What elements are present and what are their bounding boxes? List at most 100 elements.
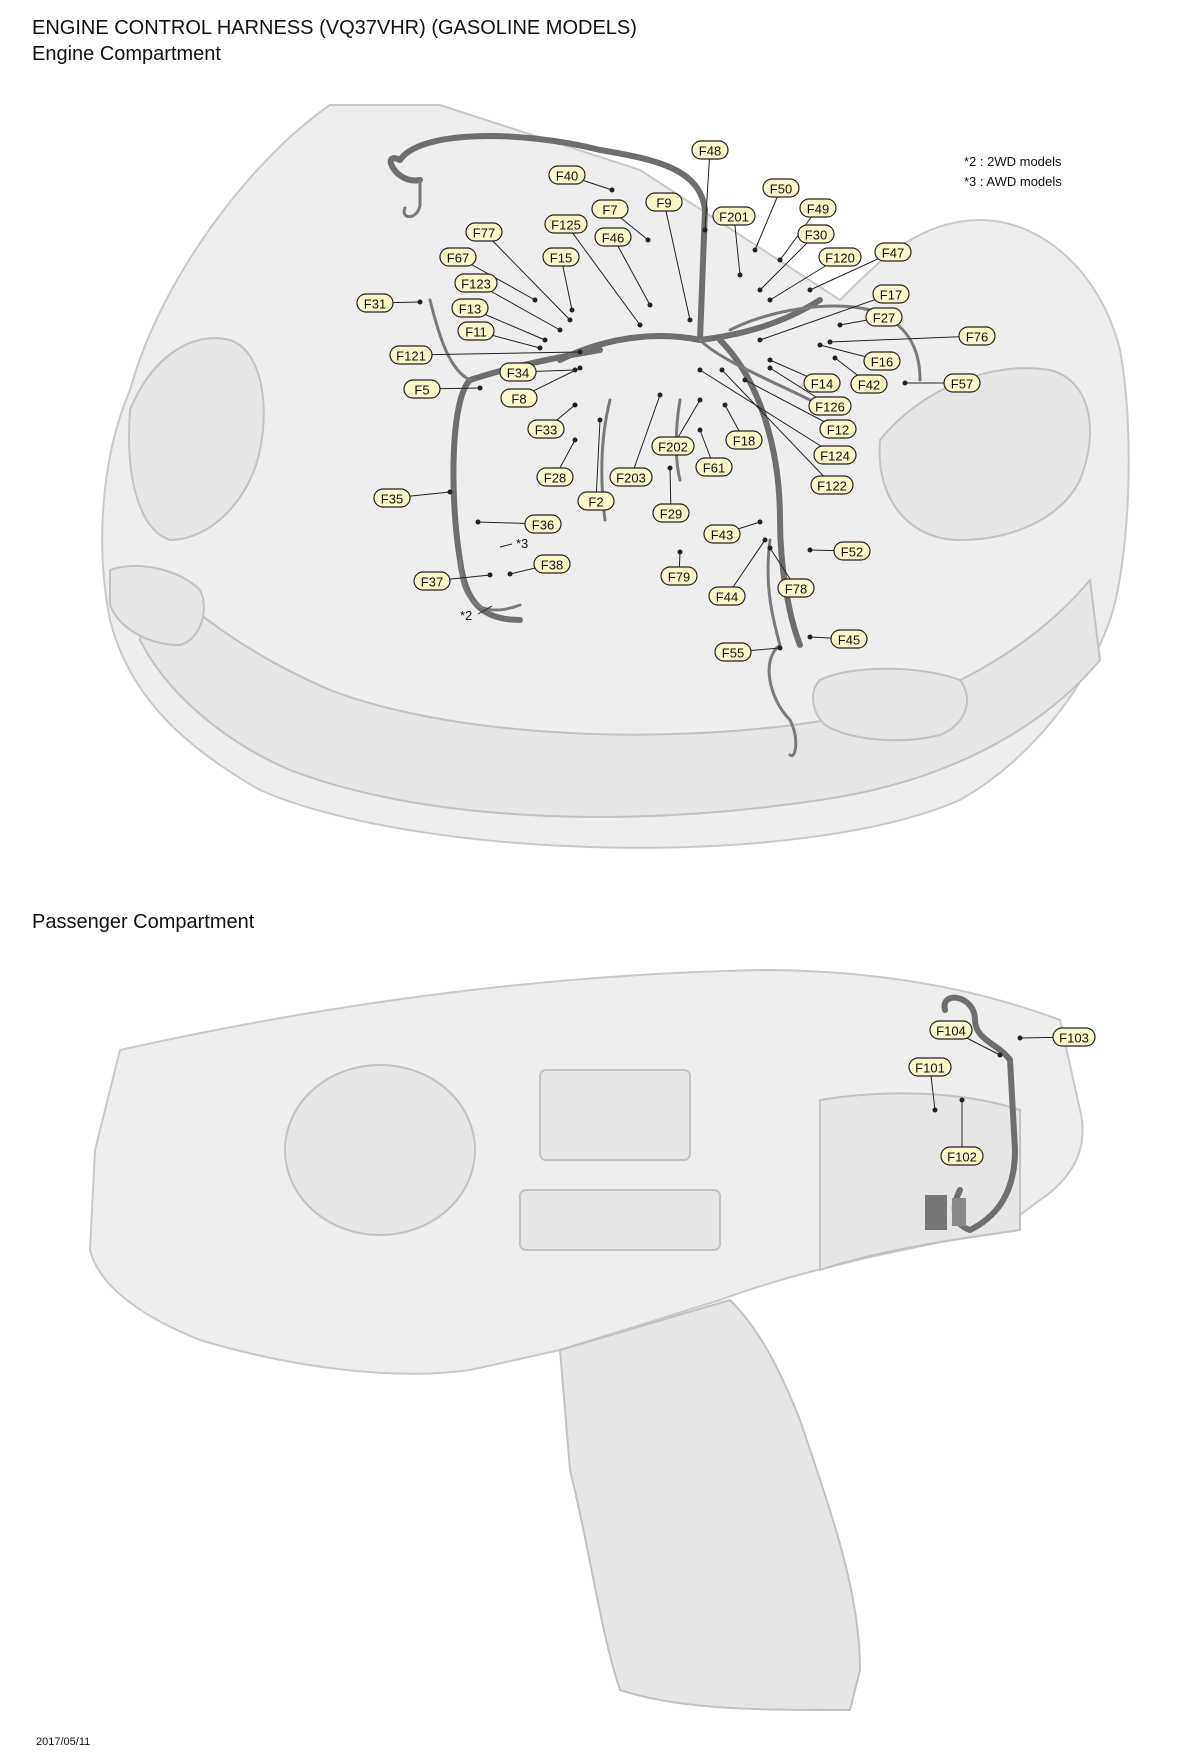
connector-label-f11[interactable]: F11 [457, 321, 495, 341]
connector-label-box [609, 467, 653, 487]
connector-label-f9[interactable]: F9 [645, 192, 683, 212]
connector-label-f126[interactable]: F126 [808, 396, 852, 416]
connector-label-text: F35 [381, 492, 403, 507]
connector-label-f44[interactable]: F44 [708, 586, 746, 606]
connector-label-box [850, 374, 888, 394]
connector-label-f30[interactable]: F30 [797, 224, 835, 244]
connector-label-f40[interactable]: F40 [548, 165, 586, 185]
engine-leader-f9 [663, 201, 691, 321]
connector-label-f8[interactable]: F8 [500, 388, 538, 408]
connector-label-f57[interactable]: F57 [943, 373, 981, 393]
connector-label-f2[interactable]: F2 [577, 491, 615, 511]
connector-label-f122[interactable]: F122 [810, 475, 854, 495]
connector-label-f33[interactable]: F33 [527, 419, 565, 439]
connector-label-f31[interactable]: F31 [356, 293, 394, 313]
front-bumper-shape [138, 567, 1102, 818]
legend-item-2wd: *2 : 2WD models [964, 154, 1062, 169]
connector-label-text: F120 [825, 251, 855, 266]
connector-label-f17[interactable]: F17 [872, 284, 910, 304]
connector-label-f61[interactable]: F61 [695, 457, 733, 477]
connector-label-f77[interactable]: F77 [465, 222, 503, 242]
engine-point-f48 [702, 227, 708, 233]
connector-label-text: F101 [915, 1061, 945, 1076]
connector-label-f121[interactable]: F121 [389, 345, 433, 365]
connector-label-f102[interactable]: F102 [940, 1146, 984, 1166]
connector-label-f48[interactable]: F48 [691, 140, 729, 160]
engine-leader-f48 [704, 149, 711, 231]
connector-label-f37[interactable]: F37 [413, 571, 451, 591]
connector-label-f7[interactable]: F7 [591, 199, 629, 219]
connector-label-text: F31 [364, 297, 386, 312]
harness-right-branch [717, 337, 803, 648]
connector-label-f35[interactable]: F35 [373, 488, 411, 508]
connector-label-f125[interactable]: F125 [544, 214, 588, 234]
connector-label-f14[interactable]: F14 [803, 373, 841, 393]
connector-label-f38[interactable]: F38 [533, 554, 571, 574]
connector-label-box [533, 554, 571, 574]
connector-label-text: F203 [616, 471, 646, 486]
connector-label-f202[interactable]: F202 [651, 436, 695, 456]
connector-label-f5[interactable]: F5 [403, 379, 441, 399]
connector-label-box [863, 351, 901, 371]
connector-label-f76[interactable]: F76 [958, 326, 996, 346]
connector-label-f29[interactable]: F29 [652, 503, 690, 523]
connector-label-f52[interactable]: F52 [833, 541, 871, 561]
connector-label-box [454, 273, 498, 293]
connector-label-f28[interactable]: F28 [536, 467, 574, 487]
connector-label-f12[interactable]: F12 [819, 419, 857, 439]
steering-wheel-shape [284, 1064, 476, 1236]
engine-point-f43 [757, 519, 763, 525]
engine-point-f31 [417, 299, 423, 305]
engine-point-f18 [722, 402, 728, 408]
connector-label-box [818, 247, 862, 267]
connector-label-f43[interactable]: F43 [703, 524, 741, 544]
connector-label-text: F67 [447, 251, 469, 266]
connector-label-box [762, 178, 800, 198]
engine-point-f202 [697, 397, 703, 403]
connector-label-box [403, 379, 441, 399]
connector-label-f101[interactable]: F101 [908, 1057, 952, 1077]
connector-label-f79[interactable]: F79 [660, 566, 698, 586]
connector-label-box [797, 224, 835, 244]
connector-label-f18[interactable]: F18 [725, 430, 763, 450]
connector-label-f55[interactable]: F55 [714, 642, 752, 662]
connector-label-f46[interactable]: F46 [594, 227, 632, 247]
connector-label-f103[interactable]: F103 [1052, 1027, 1096, 1047]
engine-point-f38 [507, 571, 513, 577]
connector-label-f13[interactable]: F13 [451, 298, 489, 318]
engine-point-f13 [542, 337, 548, 343]
connector-label-f124[interactable]: F124 [813, 445, 857, 465]
connector-label-f50[interactable]: F50 [762, 178, 800, 198]
connector-label-box [808, 396, 852, 416]
connector-label-text: F38 [541, 558, 563, 573]
connector-label-box [356, 293, 394, 313]
connector-label-f67[interactable]: F67 [439, 247, 477, 267]
connector-label-f104[interactable]: F104 [929, 1020, 973, 1040]
connector-label-box [1052, 1027, 1096, 1047]
connector-label-box [943, 373, 981, 393]
connector-label-text: F7 [602, 203, 617, 218]
connector-label-f15[interactable]: F15 [542, 247, 580, 267]
connector-label-f42[interactable]: F42 [850, 374, 888, 394]
connector-label-box [389, 345, 433, 365]
connector-label-text: F122 [817, 479, 847, 494]
connector-label-f49[interactable]: F49 [799, 198, 837, 218]
connector-label-f120[interactable]: F120 [818, 247, 862, 267]
connector-label-text: F77 [473, 226, 495, 241]
engine-leader-f203 [630, 394, 661, 478]
connector-label-f36[interactable]: F36 [524, 514, 562, 534]
connector-label-f16[interactable]: F16 [863, 351, 901, 371]
connector-label-f34[interactable]: F34 [499, 362, 537, 382]
connector-label-f27[interactable]: F27 [865, 307, 903, 327]
connector-label-f203[interactable]: F203 [609, 467, 653, 487]
harness-f55-run [767, 643, 798, 758]
connector-label-f45[interactable]: F45 [830, 629, 868, 649]
connector-label-f123[interactable]: F123 [454, 273, 498, 293]
engine-leader-f125 [565, 223, 641, 326]
connector-label-box [865, 307, 903, 327]
connector-label-f78[interactable]: F78 [777, 578, 815, 598]
connector-label-f47[interactable]: F47 [874, 242, 912, 262]
connector-label-f201[interactable]: F201 [712, 206, 756, 226]
